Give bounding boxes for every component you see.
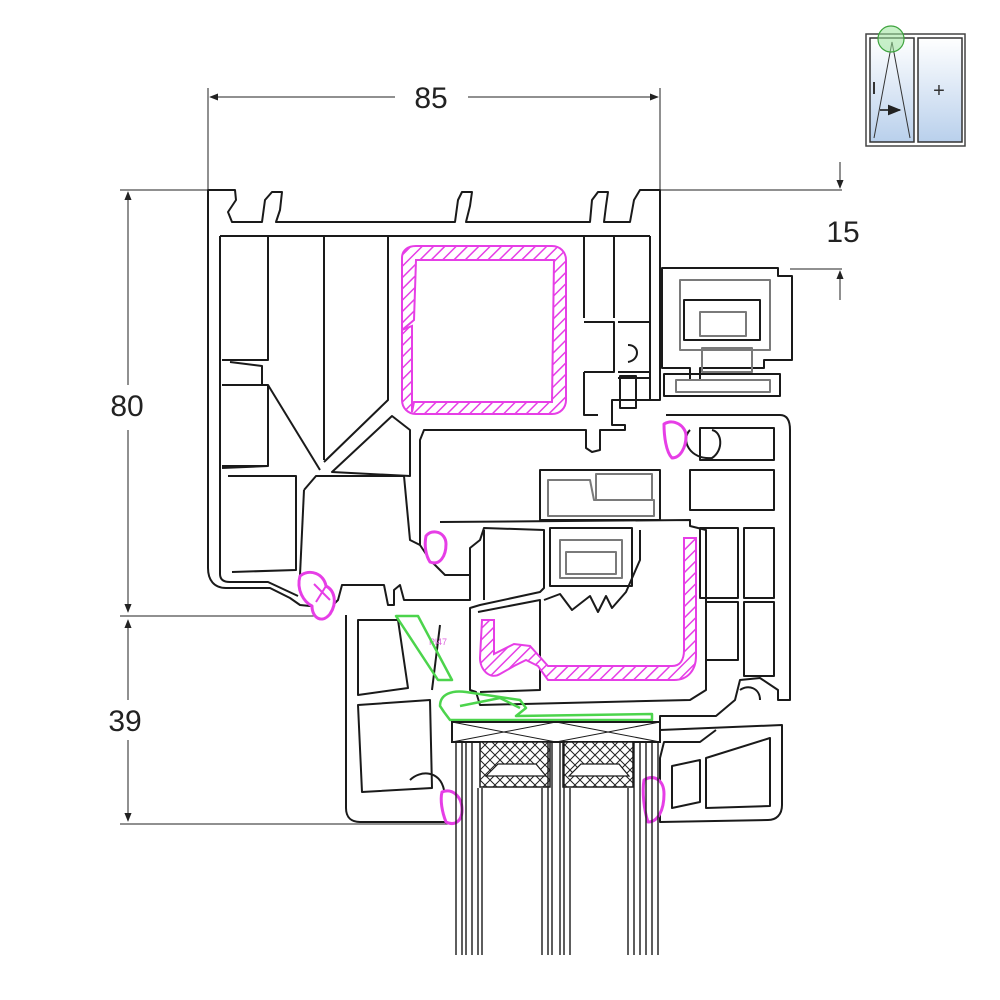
frame-profile xyxy=(207,189,661,823)
insulated-glass-unit xyxy=(451,721,661,955)
gasket-label: Pl47 xyxy=(429,637,447,647)
dimension-offset-15: 15 xyxy=(826,216,859,249)
tilt-turn-window-icon xyxy=(865,25,966,147)
dimension-height-39: 39 xyxy=(108,705,141,738)
sash-steel-reinforcement xyxy=(478,537,697,681)
dimension-height-80: 80 xyxy=(110,390,143,423)
fixed-pane-symbol: + xyxy=(933,80,945,102)
sash-profile xyxy=(439,414,791,823)
dimension-width-85: 85 xyxy=(414,82,447,115)
frame-steel-reinforcement xyxy=(401,245,567,415)
hinge-hardware xyxy=(539,267,793,587)
dimension-lines xyxy=(120,88,844,825)
glazing-bead xyxy=(394,614,654,722)
